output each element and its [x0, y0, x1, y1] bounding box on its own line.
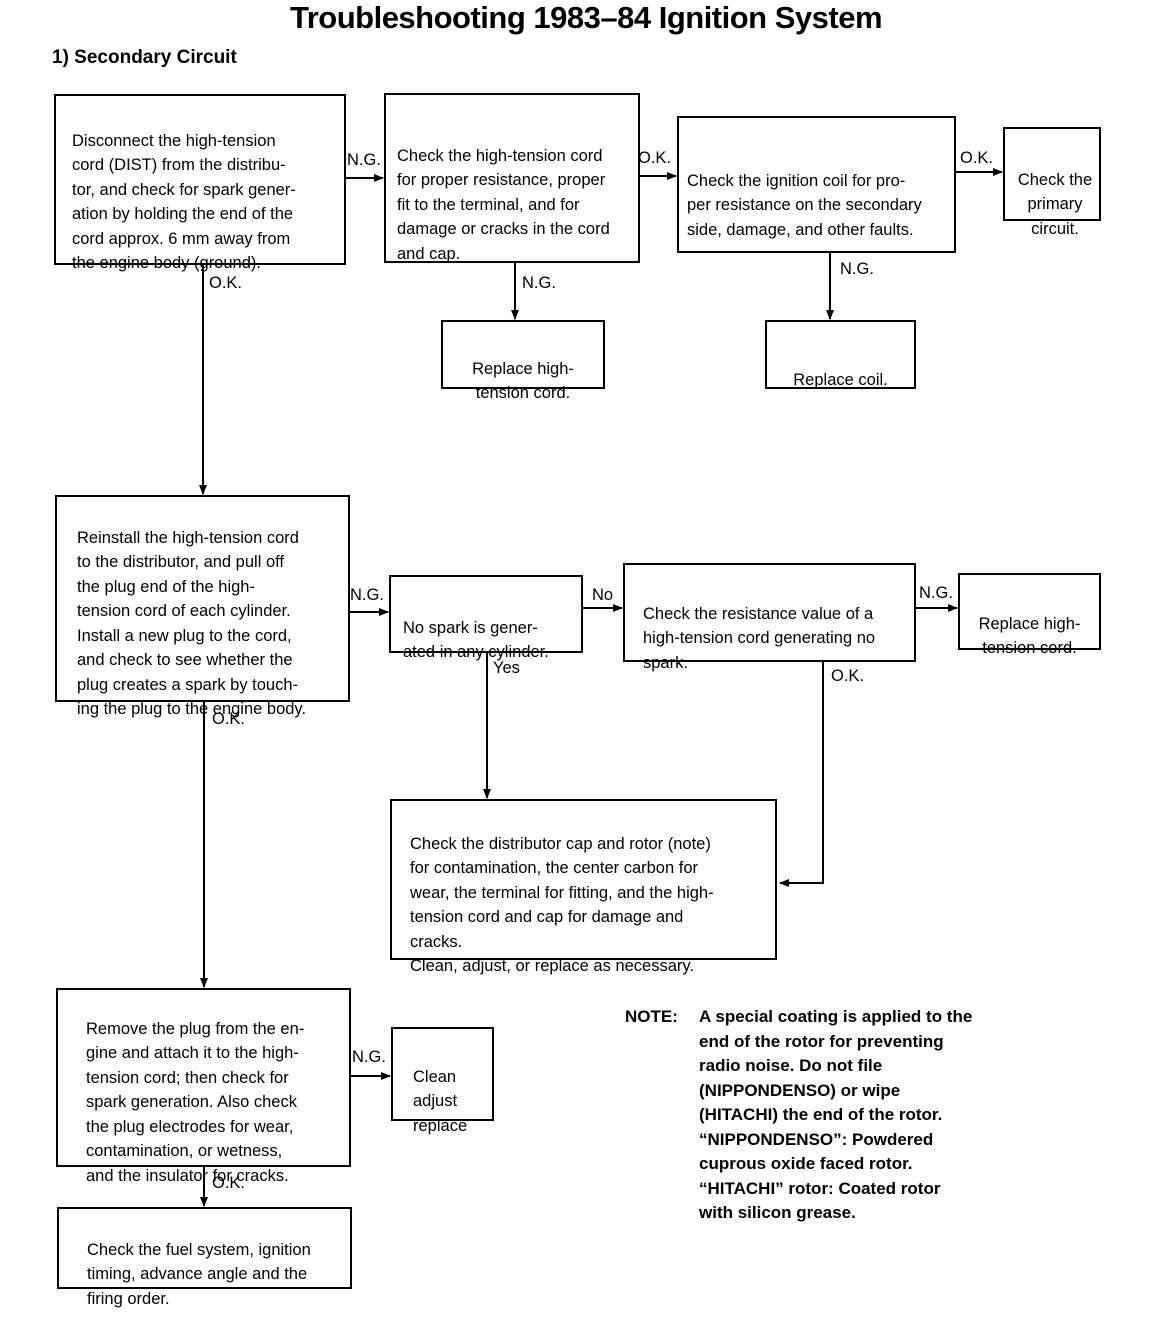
- step-check-resistance-text: Check the resistance value of a high-ten…: [643, 604, 876, 672]
- step-check-coil-text: Check the ignition coil for pro- per res…: [687, 171, 922, 239]
- step-check-coil-box: Check the ignition coil for pro- per res…: [677, 116, 956, 253]
- step-check-cord-box: Check the high-tension cord for proper r…: [384, 93, 640, 263]
- step-check-resistance-box: Check the resistance value of a high-ten…: [623, 563, 916, 672]
- label-ok-3: O.K.: [209, 274, 243, 292]
- label-ok-5: O.K.: [212, 710, 246, 728]
- label-no: No: [592, 586, 614, 604]
- label-ok-4: O.K.: [831, 667, 865, 685]
- step-replace-coil-text: Replace coil.: [793, 370, 888, 389]
- step-check-fuel-box: Check the fuel system, ignition timing, …: [57, 1207, 352, 1308]
- arrow-b9-b11: [779, 661, 824, 887]
- step-check-cord-text: Check the high-tension cord for proper r…: [397, 146, 610, 263]
- step-clean-adjust-box: Clean adjust replace: [391, 1027, 494, 1135]
- step-check-cap-rotor-box: Check the distributor cap and rotor (not…: [390, 799, 777, 975]
- section-heading: 1) Secondary Circuit: [52, 47, 237, 68]
- step-disconnect-cord-box: Disconnect the high-tension cord (DIST) …: [54, 94, 346, 272]
- step-no-spark-box: No spark is gener- ated in any cylinder.: [389, 575, 583, 661]
- step-clean-adjust-text: Clean adjust replace: [413, 1067, 468, 1135]
- step-reinstall-cord-box: Reinstall the high-tension cord to the d…: [55, 495, 350, 718]
- label-ng-4: N.G.: [350, 586, 384, 604]
- step-check-fuel-text: Check the fuel system, ignition timing, …: [87, 1240, 311, 1308]
- step-remove-plug-box: Remove the plug from the en- gine and at…: [56, 988, 351, 1185]
- step-check-primary-text: Check the primary circuit.: [1017, 170, 1093, 238]
- note-text: A special coating is applied to the end …: [699, 1007, 973, 1222]
- label-ng-5: N.G.: [919, 584, 953, 602]
- label-yes: Yes: [493, 659, 520, 677]
- step-reinstall-cord-text: Reinstall the high-tension cord to the d…: [77, 528, 307, 719]
- note-heading: NOTE:: [625, 1007, 678, 1026]
- step-disconnect-cord-text: Disconnect the high-tension cord (DIST) …: [72, 131, 296, 273]
- flowchart-connectors: [199, 168, 1003, 1207]
- step-replace-cord-box: Replace high- tension cord.: [441, 320, 605, 402]
- label-ng-6: N.G.: [352, 1048, 386, 1066]
- label-ng-1: N.G.: [347, 151, 381, 169]
- label-ok-1: O.K.: [638, 149, 672, 167]
- step-replace-cord-2-box: Replace high- tension cord.: [958, 573, 1101, 657]
- step-check-cap-rotor-text: Check the distributor cap and rotor (not…: [410, 834, 714, 976]
- step-remove-plug-text: Remove the plug from the en- gine and at…: [86, 1019, 305, 1185]
- label-ok-6: O.K.: [212, 1174, 246, 1192]
- label-ok-2: O.K.: [960, 149, 994, 167]
- step-replace-cord-2-text: Replace high- tension cord.: [978, 614, 1081, 658]
- step-check-primary-box: Check the primary circuit.: [1003, 127, 1101, 238]
- page-title: Troubleshooting 1983–84 Ignition System: [289, 0, 883, 35]
- label-ng-2: N.G.: [522, 274, 556, 292]
- step-replace-coil-box: Replace coil.: [765, 320, 916, 389]
- step-replace-cord-text: Replace high- tension cord.: [472, 359, 574, 403]
- step-no-spark-text: No spark is gener- ated in any cylinder.: [403, 618, 549, 662]
- label-ng-3: N.G.: [840, 260, 874, 278]
